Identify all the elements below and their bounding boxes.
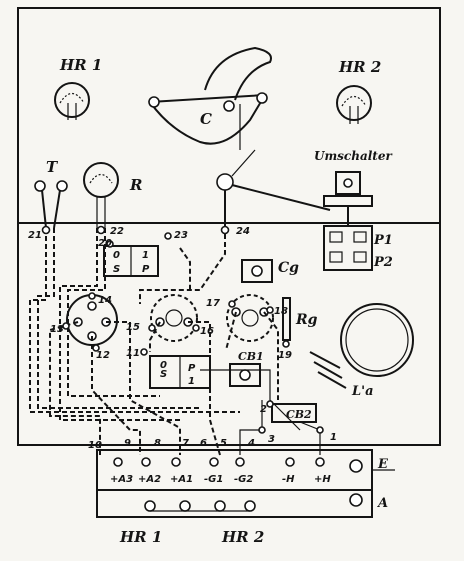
pin-7: 7 [182, 438, 189, 449]
switch-label: Umschalter [314, 149, 393, 163]
strip-label-a: A [376, 496, 388, 511]
tube-socket-right [226, 294, 274, 342]
pin-12: 12 [96, 350, 110, 361]
cb2-label: CB2 [286, 408, 312, 421]
blocking-cap-1: CB1 [229, 350, 264, 387]
tube-hr2-top-label: HR 2 [338, 58, 381, 76]
pin-1: 1 [330, 432, 337, 443]
pin-16: 16 [200, 326, 214, 337]
term-plus-a2: +A2 [138, 474, 161, 485]
pin-15: 15 [126, 322, 140, 333]
term-plus-a3: +A3 [110, 474, 133, 485]
pin-23: 23 [174, 230, 188, 241]
tube-hr1-top: HR 1 [54, 56, 102, 120]
pin-labels: 21 22 20 23 24 14 13 12 15 16 17 18 19 1… [28, 225, 337, 451]
pin-6: 6 [200, 438, 207, 449]
relay-top-contact-1: 1 [142, 250, 149, 261]
relay-mid-contact-1: 1 [188, 376, 195, 387]
tube-hr1-top-label: HR 1 [59, 56, 102, 74]
pin-18: 18 [274, 306, 288, 317]
grid-resistor: Rg [282, 297, 318, 341]
relay-top-contact-s: S [113, 264, 120, 275]
switch-pos-1: P1 [373, 233, 393, 248]
pin-24: 24 [236, 226, 250, 237]
resistor-r: R [83, 162, 142, 228]
pin-3: 3 [268, 434, 275, 445]
relay-mid-contact-s: S [160, 369, 167, 380]
grid-resistor-label: Rg [295, 312, 318, 328]
terminal-t: T [34, 158, 68, 229]
blocking-cap-2: CB2 [271, 403, 317, 423]
switch-pos-2: P2 [373, 255, 393, 270]
pin-20: 20 [98, 238, 112, 249]
switch-umschalter: Umschalter P1 P2 [314, 149, 393, 271]
pin-2: 2 [260, 404, 267, 415]
pin-8: 8 [154, 438, 161, 449]
term-minus-g1: -G1 [204, 474, 223, 485]
relay-mid-contact-p: P [188, 363, 196, 374]
capacitor-label: C [200, 110, 212, 128]
pin-14: 14 [98, 295, 112, 306]
battery-strip: E A +A3 +A2 +A1 -G1 -G2 -H +H [96, 449, 395, 518]
tube-hr2-bottom-label: HR 2 [221, 528, 264, 546]
pin-5: 5 [220, 438, 227, 449]
grid-capacitor: Cg [241, 259, 299, 283]
pin-9: 9 [124, 438, 131, 449]
pin-4: 4 [247, 438, 255, 449]
relay-top-contact-0: 0 [113, 250, 120, 261]
coil-label: L'a [351, 384, 374, 399]
variable-capacitor: C [148, 46, 331, 226]
tube-hr1-bottom-label: HR 1 [119, 528, 162, 546]
resistor-r-label: R [129, 176, 142, 194]
relay-mid-contact-0: 0 [160, 360, 167, 371]
term-minus-g2: -G2 [234, 474, 253, 485]
coil: L'a [309, 303, 414, 399]
relay-top-contact-p: P [142, 264, 150, 275]
pin-22: 22 [110, 226, 124, 237]
strip-label-e: E [377, 457, 389, 472]
terminal-t-label: T [46, 158, 59, 176]
pin-11: 11 [126, 348, 140, 359]
chassis-outline [17, 7, 441, 446]
term-minus-h: -H [282, 474, 295, 485]
pin-21: 21 [28, 230, 42, 241]
relay-block-mid: S P 0 1 [149, 355, 211, 389]
term-plus-h: +H [314, 474, 331, 485]
tube-hr2-top: HR 2 [336, 58, 381, 124]
pin-10: 10 [88, 440, 102, 451]
grid-cap-label: Cg [278, 260, 299, 276]
pin-17: 17 [206, 298, 220, 309]
pin-19: 19 [278, 350, 292, 361]
tube-socket-middle [150, 294, 198, 342]
term-plus-a1: +A1 [170, 474, 193, 485]
cb1-label: CB1 [238, 350, 264, 363]
pin-13: 13 [50, 324, 64, 335]
relay-block-top: 0 S 1 P [103, 245, 159, 277]
